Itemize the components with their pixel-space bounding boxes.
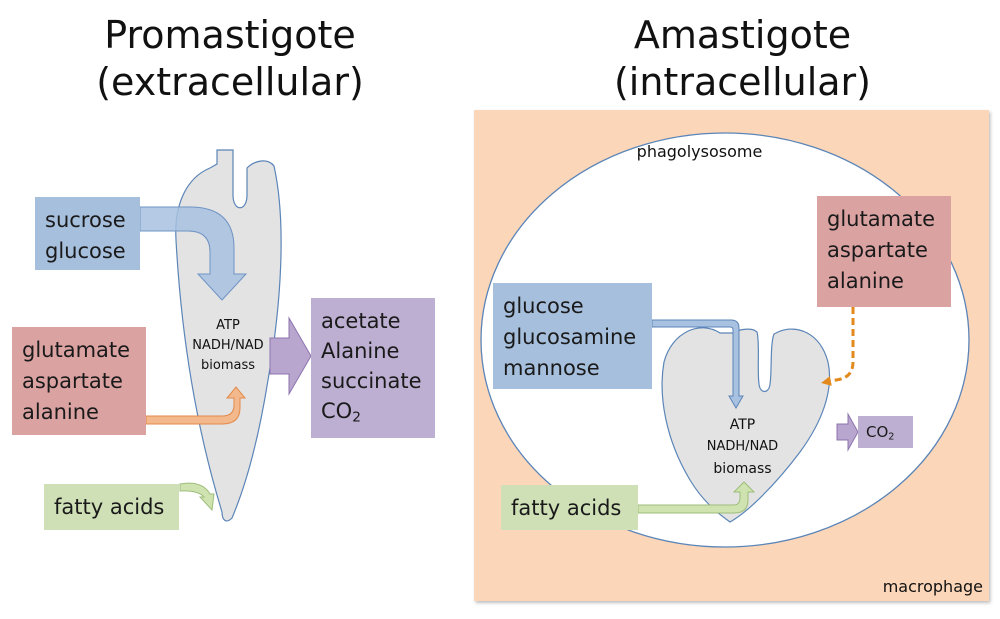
sugar-item: sucrose bbox=[45, 208, 126, 232]
amastigote-output-arrow bbox=[836, 412, 859, 452]
output-item: succinate bbox=[321, 369, 422, 393]
amastigote-amino-acid-box: glutamate aspartate alanine bbox=[817, 196, 951, 307]
promastigote-fatty-acid-box: fatty acids bbox=[44, 484, 179, 530]
amino-acid-item: aspartate bbox=[22, 369, 123, 393]
sugar-item: glucose bbox=[503, 294, 584, 318]
promastigote-sugar-box: sucrose glucose bbox=[35, 197, 140, 270]
co2-subscript: 2 bbox=[888, 431, 895, 443]
amastigote-sugar-arrow bbox=[651, 319, 744, 409]
cell-label-nadh: NADH/NAD bbox=[192, 338, 264, 353]
cell-label-biomass: biomass bbox=[713, 461, 772, 477]
amastigote-sugar-box: glucose glucosamine mannose bbox=[493, 283, 652, 389]
promastigote-output-box: acetate Alanine succinate CO2 bbox=[311, 298, 435, 438]
fatty-acid-item: fatty acids bbox=[511, 496, 622, 520]
cell-label-biomass: biomass bbox=[201, 358, 255, 373]
co2-item: CO2 bbox=[321, 396, 425, 426]
amastigote-fatty-acid-box: fatty acids bbox=[501, 485, 638, 530]
promastigote-title: Promastigote (extracellular) bbox=[40, 12, 420, 106]
promastigote-title-line2: (extracellular) bbox=[96, 60, 364, 104]
amino-acid-item: aspartate bbox=[827, 238, 928, 262]
amino-acid-item: glutamate bbox=[827, 207, 936, 231]
promastigote-fatty-arrow bbox=[179, 482, 215, 512]
output-item: Alanine bbox=[321, 339, 400, 363]
amastigote-output-box: CO2 bbox=[858, 416, 913, 448]
output-item: acetate bbox=[321, 309, 401, 333]
amastigote-title-line1: Amastigote bbox=[633, 13, 852, 57]
phagolysosome-label: phagolysosome bbox=[636, 142, 763, 161]
sugar-item: mannose bbox=[503, 356, 600, 380]
promastigote-cell bbox=[175, 149, 282, 522]
amino-acid-item: glutamate bbox=[22, 338, 131, 362]
promastigote-amino-acid-box: glutamate aspartate alanine bbox=[12, 327, 146, 435]
cell-label-nadh: NADH/NAD bbox=[706, 439, 779, 454]
co2-subscript: 2 bbox=[352, 409, 361, 426]
macrophage-label: macrophage bbox=[882, 577, 983, 596]
amastigote-amino-dashed-arrow bbox=[821, 307, 855, 386]
sugar-item: glucosamine bbox=[503, 325, 637, 349]
promastigote-output-arrow bbox=[269, 316, 312, 396]
promastigote-amino-arrow bbox=[145, 386, 247, 425]
amastigote-title: Amastigote (intracellular) bbox=[570, 12, 915, 106]
co2-base: CO bbox=[321, 399, 353, 423]
amastigote-cell-labels: ATP NADH/NAD biomass bbox=[695, 414, 790, 480]
cell-label-atp: ATP bbox=[216, 318, 240, 333]
co2-item: CO2 bbox=[866, 423, 905, 443]
amastigote-title-line2: (intracellular) bbox=[613, 60, 872, 104]
co2-base: CO bbox=[866, 423, 889, 441]
cell-label-atp: ATP bbox=[729, 417, 756, 433]
promastigote-cell-labels: ATP NADH/NAD biomass bbox=[183, 316, 273, 376]
fatty-acid-item: fatty acids bbox=[54, 495, 165, 519]
amastigote-fatty-arrow bbox=[637, 481, 756, 514]
promastigote-title-line1: Promastigote bbox=[104, 13, 356, 57]
promastigote-sugar-arrow bbox=[139, 206, 248, 301]
sugar-item: glucose bbox=[45, 239, 126, 263]
amino-acid-item: alanine bbox=[22, 400, 99, 424]
amino-acid-item: alanine bbox=[827, 269, 904, 293]
